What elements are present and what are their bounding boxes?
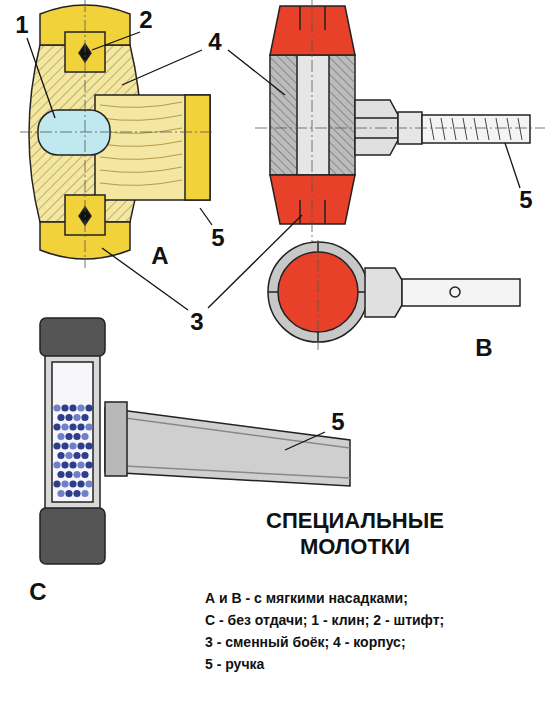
wedge: [38, 110, 110, 155]
nut: [355, 100, 398, 155]
handle: [422, 115, 530, 143]
handle: [95, 95, 210, 200]
hammer-a: [20, 0, 215, 268]
view-letter: С: [27, 578, 48, 606]
callout-number: 2: [137, 6, 154, 34]
nut: [365, 268, 402, 317]
callout-number: 4: [206, 28, 223, 56]
body: [270, 55, 355, 175]
face-bottom: [40, 508, 105, 564]
callout-number: 5: [329, 408, 346, 436]
callout-number: 5: [517, 186, 534, 214]
view-letter: В: [473, 334, 494, 362]
leader-lines: [27, 32, 520, 450]
callout-number: 3: [188, 308, 205, 336]
window: [52, 362, 93, 502]
handle: [402, 279, 520, 306]
caption-line: 3 - сменный боёк; 4 - корпус;: [205, 634, 406, 650]
callout-number: 5: [209, 224, 226, 252]
caption-line: С - без отдачи; 1 - клин; 2 - штифт;: [205, 612, 444, 628]
handle-end: [185, 95, 210, 200]
face-bottom: [270, 175, 355, 224]
collar: [105, 402, 127, 476]
face-top: [270, 6, 355, 55]
face-top: [40, 318, 105, 356]
caption-line: А и В - с мягкими насадками;: [205, 590, 408, 606]
callout-number: 1: [13, 11, 30, 39]
body: [45, 352, 100, 512]
handle: [105, 408, 350, 486]
caption-line: 5 - ручка: [205, 656, 264, 672]
bolt: [297, 55, 329, 175]
hammer-b: [255, 0, 545, 350]
title: СПЕЦИАЛЬНЫЕ МОЛОТКИ: [245, 508, 465, 561]
view-letter: А: [149, 242, 170, 270]
